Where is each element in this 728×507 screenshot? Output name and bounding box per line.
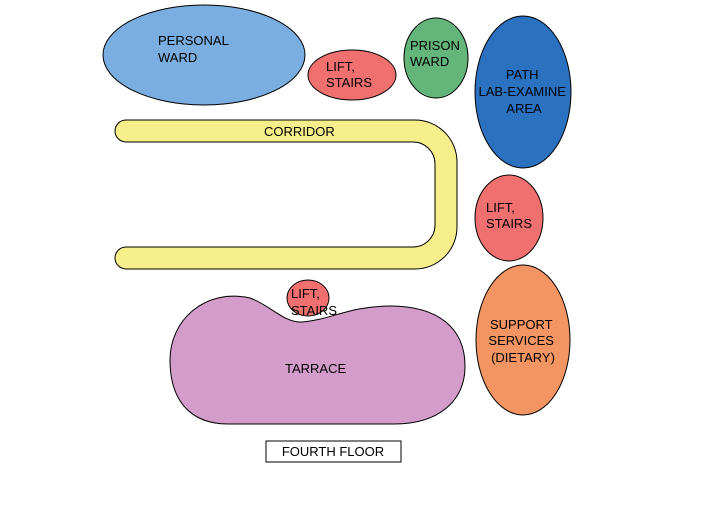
support-services-shape: [475, 264, 571, 416]
personal-ward-shape: [102, 4, 306, 106]
path-lab-shape: [474, 15, 572, 169]
tarrace-label: TARRACE: [285, 361, 346, 376]
lift-stairs-bottom-shape: [286, 279, 330, 317]
prison-ward-shape: [403, 17, 469, 99]
tarrace-shape: [169, 295, 466, 425]
lift-stairs-right-shape: [474, 174, 544, 262]
personal-ward-label: PERSONAL WARD: [158, 33, 232, 65]
lift-stairs-right-label: LIFT, STAIRS: [486, 200, 532, 231]
lift-stairs-bottom-label: LIFT, STAIRS: [291, 286, 337, 318]
prison-ward-label: PRISON WARD: [410, 38, 463, 69]
lift-stairs-top-label: LIFT, STAIRS: [326, 59, 372, 90]
corridor-shape: [114, 119, 458, 270]
lift-stairs-top-shape: [307, 49, 397, 101]
support-services-label: SUPPORT SERVICES (DIETARY): [488, 317, 557, 365]
floor-caption: FOURTH FLOOR: [282, 444, 384, 459]
path-lab-label: PATH LAB-EXAMINE AREA: [478, 67, 569, 116]
corridor-label: CORRIDOR: [264, 124, 335, 139]
floor-caption-box: [265, 440, 402, 463]
